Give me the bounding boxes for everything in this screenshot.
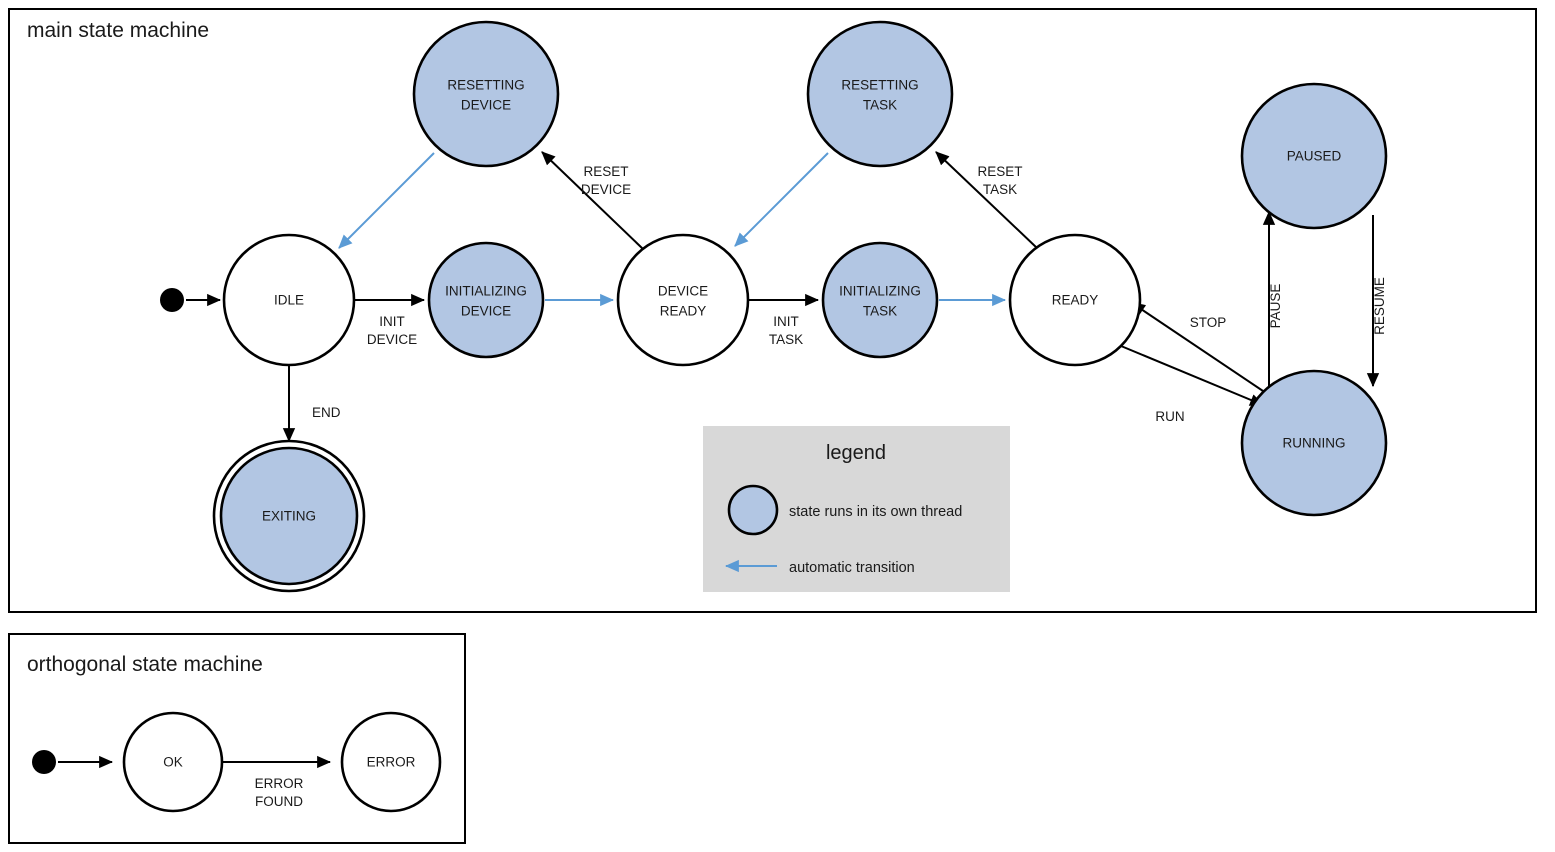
state-label-running: RUNNING [1283, 436, 1346, 451]
edge-device-ready-to-resetting-device [541, 151, 644, 250]
edge-label-reset-device-line1: RESET [583, 164, 628, 179]
edge-label-reset-task-line1: RESET [977, 164, 1022, 179]
state-error[interactable] [340, 711, 442, 813]
edge-label-end: END [312, 405, 341, 420]
legend-title: legend [826, 442, 886, 464]
state-label-initializing-device-line2: DEVICE [461, 304, 511, 319]
state-idle[interactable] [222, 233, 356, 367]
state-ok[interactable] [122, 711, 224, 813]
edge-label-error-found-line2: FOUND [255, 794, 303, 809]
edge-label-init-task-line2: TASK [769, 332, 803, 347]
state-initializing-device[interactable] [427, 241, 545, 359]
edge-label-pause: PAUSE [1268, 284, 1283, 329]
legend-item-automatic-label: automatic transition [789, 560, 915, 576]
state-resetting-task[interactable] [806, 20, 954, 168]
edge-ready-to-running [1120, 345, 1265, 406]
state-exiting[interactable] [219, 446, 359, 586]
state-label-paused: PAUSED [1287, 149, 1342, 164]
state-ready[interactable] [1008, 233, 1142, 367]
state-label-exiting: EXITING [262, 509, 316, 524]
edge-resetting-task-to-device-ready [734, 152, 829, 247]
state-label-error: ERROR [367, 755, 416, 770]
state-label-resetting-device-line2: DEVICE [461, 98, 511, 113]
state-paused[interactable] [1240, 82, 1388, 230]
main-state-machine-title: main state machine [27, 19, 209, 42]
edge-resetting-device-to-idle [338, 152, 435, 249]
edge-running-to-ready [1131, 302, 1267, 394]
state-label-device-ready-line2: READY [660, 304, 707, 319]
edge-label-init-task-line1: INIT [773, 314, 799, 329]
state-label-resetting-device-line1: RESETTING [447, 78, 524, 93]
state-label-resetting-task-line2: TASK [863, 98, 897, 113]
edge-label-run: RUN [1155, 409, 1184, 424]
legend-item-thread-label: state runs in its own thread [789, 504, 962, 520]
edge-label-resume: RESUME [1372, 277, 1387, 335]
edge-label-init-device-line1: INIT [379, 314, 405, 329]
state-label-ok: OK [163, 755, 183, 770]
state-initializing-task[interactable] [821, 241, 939, 359]
state-label-initializing-task-line1: INITIALIZING [839, 284, 921, 299]
edge-label-error-found-line1: ERROR [255, 776, 304, 791]
state-label-resetting-task-line1: RESETTING [841, 78, 918, 93]
state-label-initializing-device-line1: INITIALIZING [445, 284, 527, 299]
state-label-initializing-task-line2: TASK [863, 304, 897, 319]
legend-thread-state-swatch [727, 484, 779, 536]
initial-pseudostate-orthogonal [32, 750, 56, 774]
state-running[interactable] [1240, 369, 1388, 517]
orthogonal-state-machine-title: orthogonal state machine [27, 653, 263, 676]
edge-label-reset-device-line2: DEVICE [581, 182, 631, 197]
state-label-ready: READY [1052, 293, 1099, 308]
state-resetting-device[interactable] [412, 20, 560, 168]
edge-label-stop: STOP [1190, 315, 1227, 330]
state-device-ready[interactable] [616, 233, 750, 367]
edge-label-reset-task-line2: TASK [983, 182, 1017, 197]
state-label-idle: IDLE [274, 293, 304, 308]
edge-ready-to-resetting-task [935, 151, 1038, 249]
edge-label-init-device-line2: DEVICE [367, 332, 417, 347]
initial-pseudostate-main [160, 288, 184, 312]
state-label-device-ready-line1: DEVICE [658, 284, 708, 299]
